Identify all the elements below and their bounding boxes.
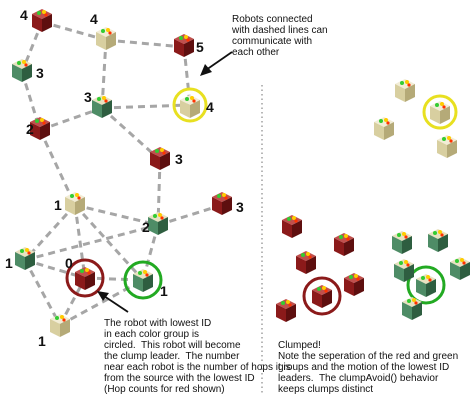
robots-red-clump — [276, 215, 364, 322]
red-leader-ring — [65, 258, 105, 298]
robot-red — [282, 215, 302, 238]
hop-label: 1 — [54, 197, 62, 213]
robot-red — [174, 34, 194, 57]
note-leader: The robot with lowest ID in each color g… — [104, 318, 291, 395]
hop-label: 4 — [20, 7, 28, 23]
hop-label: 0 — [65, 255, 73, 271]
hop-label: 3 — [36, 65, 44, 81]
robot-green — [148, 212, 168, 235]
robot-tan — [96, 27, 116, 50]
robot-tan — [395, 79, 415, 102]
robot-red — [344, 273, 364, 296]
robot-red — [212, 192, 232, 215]
robot-red — [32, 9, 52, 32]
robot-red — [296, 251, 316, 274]
robot-red — [150, 147, 170, 170]
hop-label: 1 — [38, 333, 46, 349]
robot-green — [394, 259, 414, 282]
robot-green — [92, 95, 112, 118]
note-clumped: Clumped! Note the seperation of the red … — [278, 340, 459, 395]
hop-labels: 4 4 5 3 3 4 2 3 1 3 2 1 0 1 1 — [5, 7, 244, 349]
robot-green — [450, 257, 470, 280]
robots-network — [12, 9, 232, 337]
robot-tan — [430, 101, 450, 124]
robot-green — [392, 231, 412, 254]
hop-label: 4 — [206, 99, 214, 115]
robot-tan — [50, 314, 70, 337]
note-connected: Robots connected with dashed lines can c… — [232, 14, 328, 58]
callout-arrows — [97, 51, 233, 313]
robot-green — [428, 229, 448, 252]
robot-tan — [437, 135, 457, 158]
hop-label: 4 — [90, 11, 98, 27]
robot-red — [75, 267, 95, 290]
hop-label: 5 — [196, 39, 204, 55]
communication-links — [20, 20, 223, 327]
green-leader-ring — [406, 265, 446, 305]
red-leader-ring — [302, 276, 342, 316]
yellow-highlight-ring — [172, 87, 208, 123]
hop-label: 3 — [236, 199, 244, 215]
robot-tan — [180, 95, 200, 118]
robot-red — [312, 285, 332, 308]
hop-label: 1 — [5, 255, 13, 271]
robot-tan — [374, 117, 394, 140]
robot-tan — [65, 192, 85, 215]
hop-label: 1 — [160, 283, 168, 299]
robot-green — [12, 59, 32, 82]
green-leader-ring — [123, 260, 163, 300]
hop-label: 2 — [26, 121, 34, 137]
yellow-highlight-ring — [422, 94, 458, 130]
robot-red — [334, 233, 354, 256]
robots-tan-group — [374, 79, 457, 158]
hop-label: 2 — [142, 219, 150, 235]
robot-green — [416, 274, 436, 297]
hop-label: 3 — [84, 89, 92, 105]
robots-green-clump — [392, 229, 470, 320]
hop-label: 3 — [175, 151, 183, 167]
